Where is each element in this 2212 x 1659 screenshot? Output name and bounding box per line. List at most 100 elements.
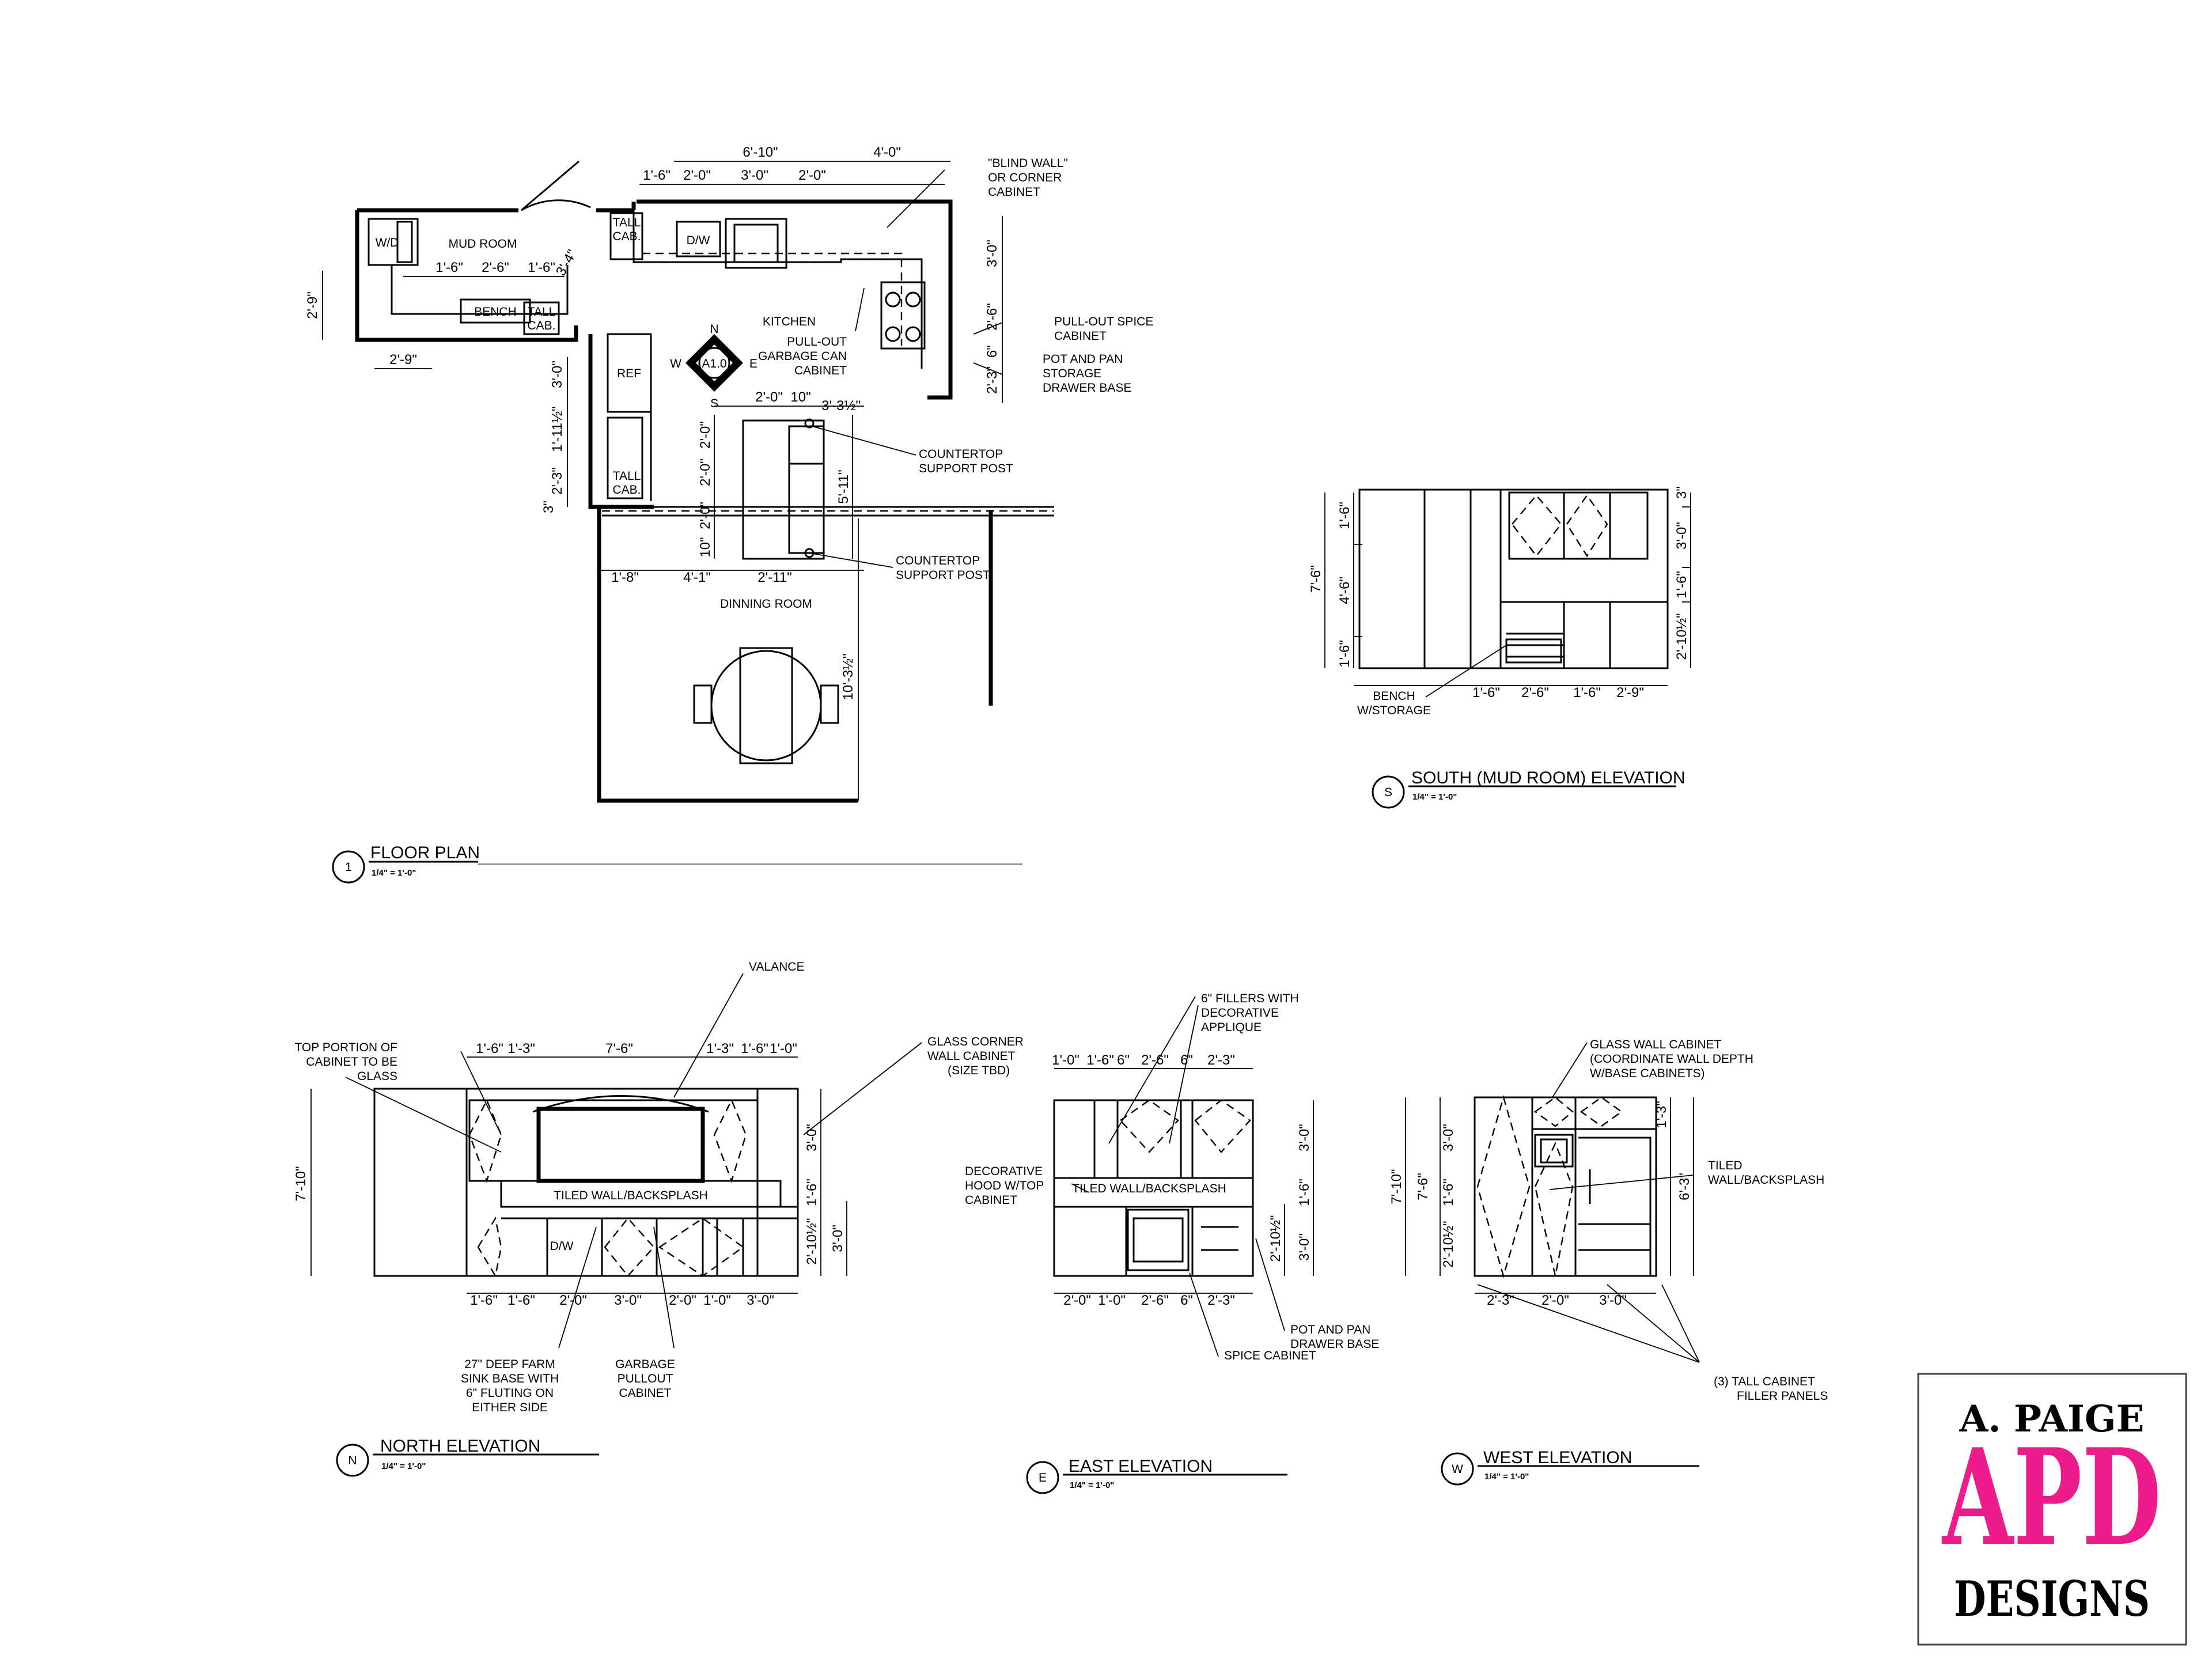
garbage-note: PULL-OUT xyxy=(787,335,847,349)
dim: 3'-0" xyxy=(1674,522,1690,550)
mud-room-label: MUD ROOM xyxy=(449,237,517,251)
dim: 3'-0" xyxy=(741,168,768,183)
dim: 2'-0" xyxy=(559,1293,587,1308)
tall-cab-label: CAB. xyxy=(612,230,641,243)
blind-note: "BLIND WALL" xyxy=(988,157,1068,170)
dim: 3'-0" xyxy=(804,1124,820,1152)
dim: 1'-0" xyxy=(770,1041,797,1056)
compass-center: A1.0 xyxy=(702,357,726,370)
garbage-note: GARBAGE CAN xyxy=(758,350,847,363)
dim: 1'-8" xyxy=(611,570,639,585)
dim: 3'-0" xyxy=(747,1293,774,1308)
floor-plan-title-block xyxy=(332,850,1022,884)
sink-note: SINK BASE WITH xyxy=(461,1372,559,1385)
dim: 3'-0" xyxy=(1441,1124,1456,1152)
tile-note: WALL/BACKSPLASH xyxy=(1708,1173,1824,1187)
dim: 2'-3" xyxy=(984,366,1000,394)
glass-wall-note: W/BASE CABINETS) xyxy=(1590,1067,1705,1080)
dim: 2'-6" xyxy=(984,303,1000,331)
post-note: COUNTERTOP xyxy=(919,448,1003,461)
dim: 2'-0" xyxy=(669,1293,696,1308)
floor-plan-title: FLOOR PLAN xyxy=(370,843,480,862)
dim: 1'-6" xyxy=(1441,1179,1456,1206)
bench-note: W/STORAGE xyxy=(1357,704,1431,717)
glass-corner-note: (SIZE TBD) xyxy=(948,1064,1010,1077)
north-dw: D/W xyxy=(550,1240,574,1253)
dim: 3'-0" xyxy=(830,1225,846,1252)
dim: 2'-3" xyxy=(1207,1293,1235,1308)
north-number: N xyxy=(348,1454,357,1467)
post-note: COUNTERTOP xyxy=(896,554,980,567)
dim: 2'-0" xyxy=(683,168,711,183)
tall-cab-label: TALL xyxy=(613,216,641,229)
dim: 1'-3" xyxy=(1654,1101,1669,1128)
filler-note: 6" FILLERS WITH xyxy=(1201,992,1299,1005)
dim: 2'-6" xyxy=(1141,1052,1169,1068)
dim: 1'-6" xyxy=(476,1041,503,1056)
tile-note: TILED xyxy=(1708,1159,1743,1172)
wd-label: W/D xyxy=(376,236,399,249)
dim: 2'-0" xyxy=(698,502,713,529)
filler-note: APPLIQUE xyxy=(1201,1021,1262,1034)
top-note: CABINET TO BE xyxy=(306,1055,397,1069)
glass-corner-note: WALL CABINET xyxy=(927,1050,1016,1063)
dim: 1'-6" xyxy=(1337,502,1353,529)
dim: 2'-0" xyxy=(755,389,783,405)
kitchen-label: KITCHEN xyxy=(763,315,816,328)
dim: 3" xyxy=(1674,486,1690,499)
tall-cabinet-kitchen xyxy=(609,212,643,260)
dishwasher xyxy=(676,221,721,257)
dim: 4'-1" xyxy=(683,570,711,585)
east-number: E xyxy=(1039,1471,1047,1484)
dim: 1'-6" xyxy=(643,168,671,183)
pot-note: DRAWER BASE xyxy=(1290,1338,1379,1351)
ref-label: REF xyxy=(617,367,641,380)
dim: 2'-9" xyxy=(389,352,417,368)
tall-cabinet-mud xyxy=(523,301,560,335)
pot-note: POT AND PAN xyxy=(1290,1323,1370,1336)
north-scale: 1/4" = 1'-0" xyxy=(381,1461,426,1471)
post-note: SUPPORT POST xyxy=(896,569,990,582)
tall-cab-label: CAB. xyxy=(527,319,555,332)
dim: 3'-0" xyxy=(1297,1233,1312,1261)
hood-note: DECORATIVE xyxy=(965,1165,1043,1178)
hood-note: CABINET xyxy=(965,1194,1017,1207)
dim: 3'-0" xyxy=(1599,1293,1627,1308)
dim: 10" xyxy=(790,389,810,405)
filler-note: DECORATIVE xyxy=(1201,1006,1279,1020)
valance xyxy=(532,1095,709,1113)
west-scale: 1/4" = 1'-0" xyxy=(1484,1472,1529,1482)
valance-note: VALANCE xyxy=(749,960,804,974)
mud-room-walls xyxy=(355,210,578,342)
washer-dryer xyxy=(368,218,419,266)
logo-bottom: DESIGNS xyxy=(1954,1570,2150,1627)
dim: 3'-0" xyxy=(1297,1124,1312,1152)
dim: 3'-3½" xyxy=(821,398,861,414)
dim: 3'-0" xyxy=(614,1293,642,1308)
logo-mid: APD xyxy=(1942,1420,2161,1575)
bench-label: BENCH xyxy=(474,305,517,319)
south-scale: 1/4" = 1'-0" xyxy=(1412,792,1457,802)
spice-note: CABINET xyxy=(1054,329,1107,343)
dim: 1'-6" xyxy=(528,260,555,275)
dim: 4'-0" xyxy=(873,145,901,160)
compass-w: W xyxy=(670,357,681,370)
garbage-note: CABINET xyxy=(619,1387,671,1400)
dim: 6" xyxy=(1180,1052,1193,1068)
dim: 6" xyxy=(1180,1293,1193,1308)
apd-logo xyxy=(1917,1373,2187,1646)
dim: 2'-6" xyxy=(1521,685,1549,700)
dim: 2'-9" xyxy=(1616,685,1644,700)
kitchen-north-wall xyxy=(596,199,953,400)
blind-note: OR CORNER xyxy=(988,171,1062,184)
dim: 2'-6" xyxy=(482,260,509,275)
pot-note: DRAWER BASE xyxy=(1043,381,1131,395)
dim: 2'-0" xyxy=(698,459,713,486)
floor-plan-number: 1 xyxy=(345,861,352,874)
dim: 1'-6" xyxy=(741,1041,768,1056)
logo-top: A. PAIGE xyxy=(1959,1397,2145,1441)
compass-e: E xyxy=(749,357,757,370)
dim: 3'-0" xyxy=(984,240,1000,267)
north-title: NORTH ELEVATION xyxy=(380,1437,540,1456)
west-title-block xyxy=(1441,1452,1699,1486)
